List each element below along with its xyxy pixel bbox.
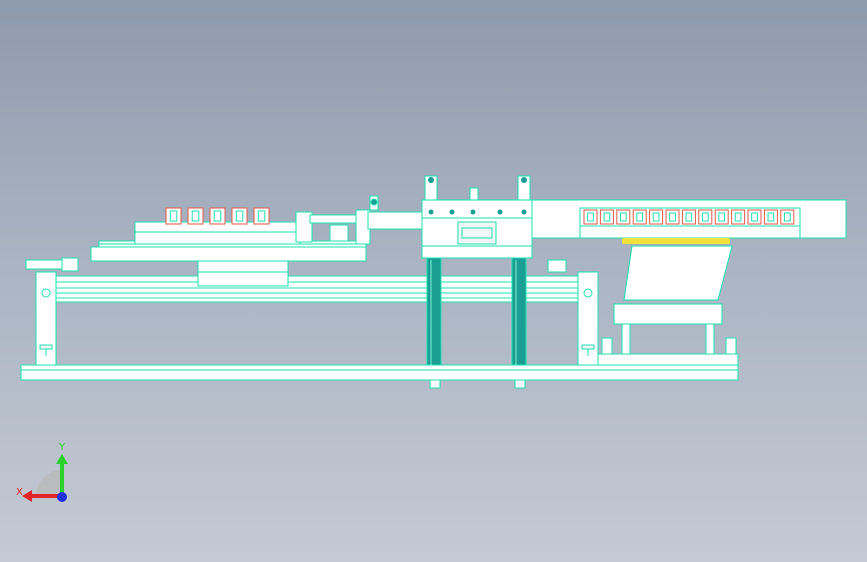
left-support-leg[interactable]	[25, 257, 79, 366]
right-tray-13[interactable]	[780, 209, 795, 225]
right-tray-10-slot	[734, 212, 742, 222]
left-tray-1[interactable]	[165, 207, 182, 225]
right-tray-4[interactable]	[632, 209, 647, 225]
base-frame[interactable]	[20, 364, 739, 389]
right-tray-9-slot	[718, 212, 726, 222]
left-tray-2-slot	[191, 210, 200, 222]
left-tray-1-slot	[169, 210, 178, 222]
right-tray-8[interactable]	[698, 209, 713, 225]
right-tray-11[interactable]	[747, 209, 762, 225]
right-tray-7-slot	[685, 212, 693, 222]
right-tray-10[interactable]	[731, 209, 746, 225]
right-tray-3-slot	[619, 212, 627, 222]
right-tray-9[interactable]	[714, 209, 729, 225]
right-tray-2[interactable]	[599, 209, 614, 225]
triad-y-label: Y	[59, 442, 66, 453]
right-tray-4-slot	[636, 212, 644, 222]
right-tray-1-slot	[587, 212, 594, 222]
right-tray-row	[583, 209, 795, 225]
left-tray-4-slot	[235, 210, 244, 222]
right-tray-13-slot	[783, 212, 791, 222]
coordinate-triad: X Y	[14, 440, 74, 510]
yellow-part[interactable]	[622, 238, 730, 244]
right-support-leg[interactable]	[547, 259, 599, 366]
left-tray-5[interactable]	[253, 207, 270, 225]
right-tray-6[interactable]	[665, 209, 680, 225]
left-tray-3[interactable]	[209, 207, 226, 225]
press-columns[interactable]	[426, 257, 527, 366]
left-tray-2[interactable]	[187, 207, 204, 225]
right-chute[interactable]	[597, 245, 739, 366]
guide-rail[interactable]	[55, 259, 579, 303]
left-conveyor[interactable]	[90, 221, 367, 262]
press-station[interactable]	[421, 175, 533, 259]
left-tray-3-slot	[213, 210, 222, 222]
right-tray-12-slot	[767, 212, 775, 222]
left-tray-4[interactable]	[231, 207, 248, 225]
right-tray-2-slot	[603, 212, 611, 222]
right-tray-8-slot	[701, 212, 709, 222]
right-tray-5[interactable]	[649, 209, 664, 225]
left-tray-5-slot	[257, 210, 266, 222]
right-tray-3[interactable]	[616, 209, 631, 225]
triad-x-label: X	[16, 487, 23, 498]
right-tray-5-slot	[652, 212, 660, 222]
triad-graphic	[22, 454, 68, 502]
right-tray-11-slot	[751, 212, 758, 222]
right-tray-7[interactable]	[681, 209, 696, 225]
right-tray-12[interactable]	[763, 209, 778, 225]
gripper-arm[interactable]	[295, 195, 425, 245]
right-tray-1[interactable]	[583, 209, 598, 225]
right-tray-6-slot	[669, 212, 676, 222]
left-tray-row	[165, 207, 270, 225]
